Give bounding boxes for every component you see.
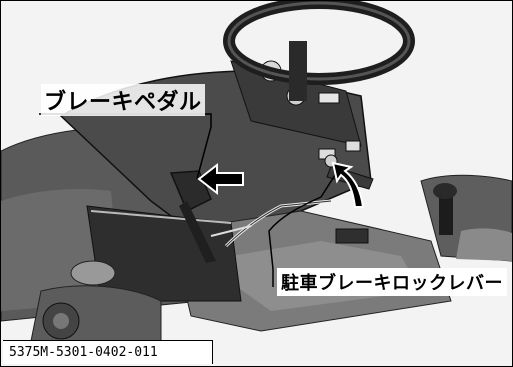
parking-lever-arrow-icon [331, 161, 365, 208]
brake-pedal-label: ブレーキペダル [41, 84, 205, 116]
figure-code-label: 5375M-5301-0402-011 [3, 340, 213, 364]
parking-brake-lock-lever-label: 駐車ブレーキロックレバー [277, 268, 507, 296]
brake-pedal-arrow-icon [197, 162, 244, 196]
